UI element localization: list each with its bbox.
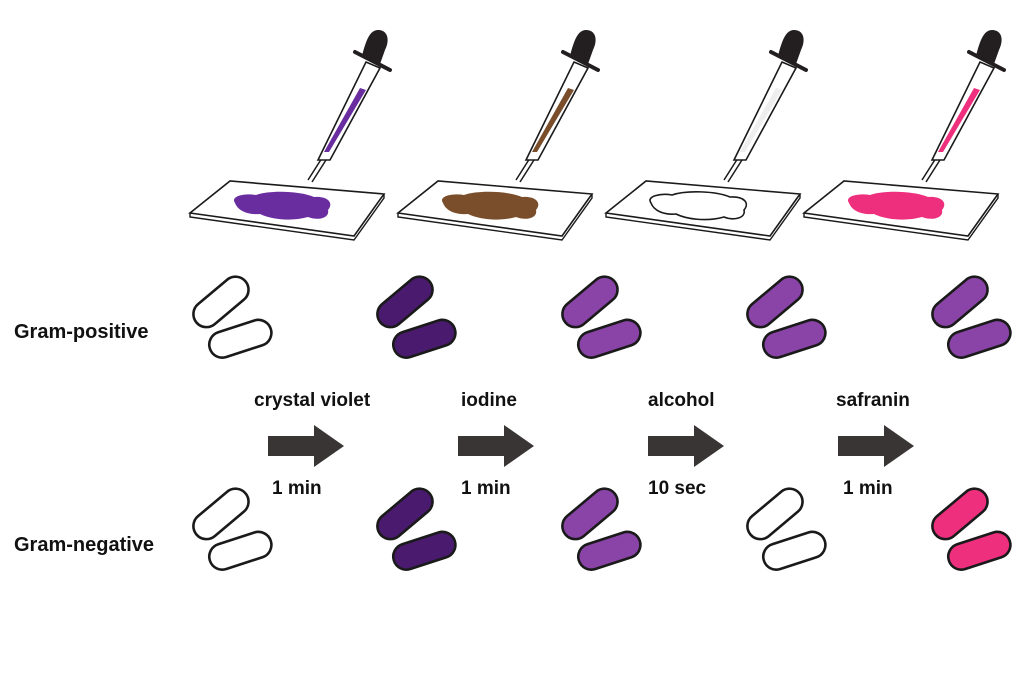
slide-edge <box>803 194 999 241</box>
arrow-icon <box>648 425 724 467</box>
dropper-slide-iodine <box>396 30 600 241</box>
stain-smear <box>442 191 539 220</box>
dropper-tip <box>921 157 937 181</box>
step-reagent-iodine: iodine <box>461 390 517 411</box>
slide-edge <box>189 194 385 241</box>
dropper-collar <box>561 50 600 72</box>
cell-pair-negative-3 <box>746 487 827 571</box>
dropper-collar <box>353 50 392 72</box>
dropper-tip <box>727 159 743 183</box>
dropper-slide-alcohol <box>604 30 808 241</box>
cell-pair-negative-4 <box>931 487 1012 571</box>
dropper-tip <box>723 157 739 181</box>
bacterium-cell <box>192 275 250 329</box>
bacterium-cell <box>391 318 457 359</box>
bacterium-cell <box>946 530 1012 571</box>
arrow-icon <box>838 425 914 467</box>
dropper <box>515 30 600 183</box>
dropper-slide-safranin <box>802 30 1006 241</box>
step-reagent-safranin: safranin <box>836 390 910 411</box>
cell-pair-positive-3 <box>746 275 827 359</box>
dropper-tip <box>515 157 531 181</box>
dropper-collar <box>967 50 1006 72</box>
bacterium-cell <box>576 530 642 571</box>
bacterium-cell <box>207 318 273 359</box>
stain-smear <box>234 191 331 220</box>
cell-pair-positive-4 <box>931 275 1012 359</box>
bacterium-cell <box>746 487 804 541</box>
slide-edge <box>605 194 801 241</box>
dropper-liquid <box>938 88 980 152</box>
dropper <box>921 30 1006 183</box>
cell-pair-positive-0 <box>192 275 273 359</box>
dropper-slide-crystal-violet <box>188 30 392 241</box>
dropper-collar <box>769 50 808 72</box>
cell-pair-negative-2 <box>561 487 642 571</box>
bacterium-cell <box>761 318 827 359</box>
step-time-iodine: 1 min <box>461 478 511 499</box>
dropper-bulb <box>976 30 1002 64</box>
bacterium-cell <box>576 318 642 359</box>
dropper-tip <box>307 157 323 181</box>
bacterium-cell <box>746 275 804 329</box>
bacterium-cell <box>376 275 434 329</box>
dropper <box>723 30 808 183</box>
cell-pair-negative-1 <box>376 487 457 571</box>
bacterium-cell <box>376 487 434 541</box>
row-label-gram-negative: Gram-negative <box>14 534 155 556</box>
bacterium-cell <box>561 275 619 329</box>
step-arrows <box>268 425 914 467</box>
slide-edge <box>397 194 593 241</box>
dropper-bulb <box>362 30 388 64</box>
dropper <box>307 30 392 183</box>
step-reagent-alcohol: alcohol <box>648 390 715 411</box>
step-time-alcohol: 10 sec <box>648 478 707 499</box>
bacterium-cell <box>946 318 1012 359</box>
bacterium-cell <box>192 487 250 541</box>
dropper-tip <box>311 159 327 183</box>
arrow-icon <box>268 425 344 467</box>
arrow-icon <box>458 425 534 467</box>
bacterium-cell <box>931 275 989 329</box>
cell-pair-positive-1 <box>376 275 457 359</box>
step-reagent-crystal-violet: crystal violet <box>254 390 371 411</box>
dropper-tip <box>519 159 535 183</box>
bacteria-cells <box>192 275 1012 571</box>
bacterium-cell <box>391 530 457 571</box>
dropper-liquid <box>532 88 574 152</box>
cell-pair-negative-0 <box>192 487 273 571</box>
stain-smear <box>848 191 945 220</box>
dropper-bulb <box>778 30 804 64</box>
stain-smear <box>649 191 748 221</box>
bacterium-cell <box>207 530 273 571</box>
dropper-tip <box>925 159 941 183</box>
step-time-crystal-violet: 1 min <box>272 478 322 499</box>
dropper-liquid <box>740 88 782 152</box>
bacterium-cell <box>561 487 619 541</box>
bacterium-cell <box>761 530 827 571</box>
row-label-gram-positive: Gram-positive <box>14 321 149 343</box>
dropper-bulb <box>570 30 596 64</box>
step-time-safranin: 1 min <box>843 478 893 499</box>
bacterium-cell <box>931 487 989 541</box>
reagent-droppers <box>188 30 1006 241</box>
cell-pair-positive-2 <box>561 275 642 359</box>
dropper-liquid <box>324 88 366 152</box>
